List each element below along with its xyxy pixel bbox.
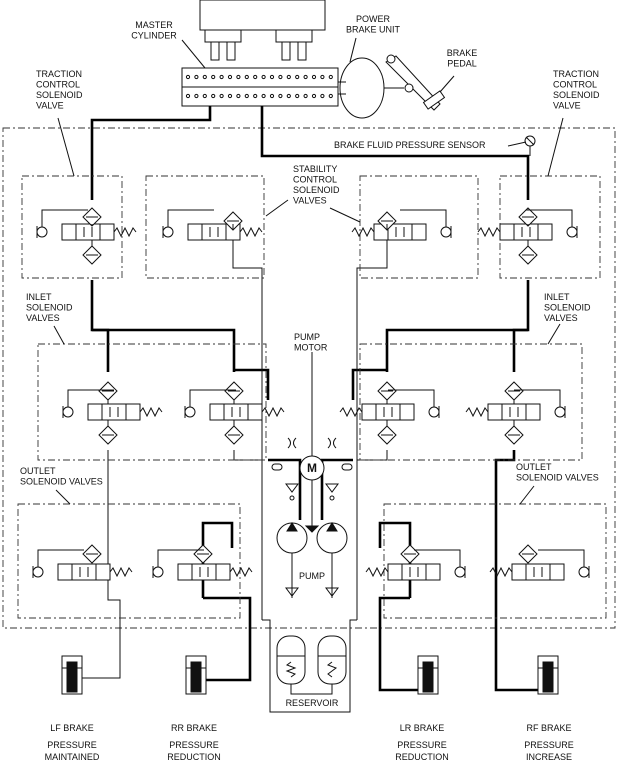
solenoid-valve (365, 544, 466, 581)
brake-caliper-lf (61, 655, 83, 695)
brake-pedal-label: BRAKE (447, 48, 478, 58)
solenoid-valves (32, 207, 590, 581)
solenoid-group-boxes (17, 175, 607, 619)
brake-state-label: REDUCTION (395, 752, 449, 762)
outlet-valves-left-label: SOLENOID VALVES (20, 477, 103, 487)
traction-control-left-label: SOLENOID (36, 90, 83, 100)
reservoir (276, 635, 347, 695)
text-labels: LF BRAKE PRESSURE MAINTAINED RR BRAKE PRESSU… (20, 14, 600, 762)
pump-left (276, 522, 308, 554)
inlet-valves-left-label: VALVES (26, 313, 60, 323)
solenoid-valve (477, 207, 578, 265)
outlet-valves-right-label: SOLENOID VALVES (516, 473, 599, 483)
brake-state-label: INCREASE (526, 752, 572, 762)
inlet-valves-right-label: VALVES (544, 313, 578, 323)
brake-calipers (61, 655, 559, 695)
brake-state-label: MAINTAINED (45, 752, 100, 762)
power-brake-unit (338, 57, 404, 119)
solenoid-valve (32, 544, 133, 581)
master-cylinder-label: CYLINDER (131, 31, 177, 41)
pump-right (316, 522, 348, 554)
brake-pedal-label: PEDAL (447, 59, 477, 69)
brake-state-label: PRESSURE (397, 740, 447, 750)
power-brake-unit-label: POWER (356, 14, 391, 24)
brake-caliper-rr (185, 655, 207, 695)
brake-caliper-lr (417, 655, 439, 695)
outlet-valves-right-label: OUTLET (516, 462, 552, 472)
solenoid-valve (351, 209, 452, 241)
traction-control-right-label: TRACTION (553, 69, 599, 79)
inlet-valves-left-label: SOLENOID (26, 303, 73, 313)
brake-name-label: RR BRAKE (171, 723, 217, 733)
hydraulic-unit-frame (2, 127, 616, 629)
pressure-sensor-label: BRAKE FLUID PRESSURE SENSOR (334, 140, 486, 150)
stability-control-label: SOLENOID (293, 185, 340, 195)
brake-caliper-rf (537, 655, 559, 695)
brake-name-label: RF BRAKE (526, 723, 571, 733)
pump-motor-label: MOTOR (294, 343, 328, 353)
motor-symbol: M (307, 461, 317, 475)
inlet-valves-left-label: INLET (26, 292, 52, 302)
traction-control-right-label: VALVE (553, 101, 581, 111)
stability-control-label: STABILITY (293, 164, 337, 174)
solenoid-valve (489, 544, 590, 581)
power-brake-unit-label: BRAKE UNIT (346, 25, 401, 35)
return-lines (80, 240, 388, 713)
inlet-valves-right-label: INLET (544, 292, 570, 302)
solenoid-valve (152, 544, 253, 581)
traction-control-left-label: VALVE (36, 101, 64, 111)
master-cylinder-label: MASTER (135, 20, 173, 30)
traction-control-left-label: TRACTION (36, 69, 82, 79)
pump-label: PUMP (299, 571, 325, 581)
brake-state-label: PRESSURE (47, 740, 97, 750)
pressure-sensor (507, 135, 536, 156)
brake-name-label: LF BRAKE (50, 723, 94, 733)
reservoir-label: RESERVOIR (286, 698, 339, 708)
brake-state-label: REDUCTION (167, 752, 221, 762)
inlet-valves-right-label: SOLENOID (544, 303, 591, 313)
solenoid-valve (36, 207, 137, 265)
pump-coupling (304, 525, 320, 533)
pump-motor-label: PUMP (294, 332, 320, 342)
traction-control-right-label: CONTROL (553, 80, 597, 90)
traction-control-right-label: SOLENOID (553, 90, 600, 100)
solenoid-valve (465, 381, 566, 445)
check-valves (285, 483, 339, 598)
solenoid-valve (184, 381, 285, 445)
outlet-valves-left-label: OUTLET (20, 466, 56, 476)
solenoid-valve (339, 381, 440, 445)
master-cylinder (181, 0, 339, 107)
brake-name-label: LR BRAKE (400, 723, 445, 733)
brake-state-label: PRESSURE (169, 740, 219, 750)
solenoid-valve (62, 381, 163, 445)
brake-pedal (385, 54, 446, 111)
pump-motor: M (271, 437, 353, 528)
stability-control-label: VALVES (293, 196, 327, 206)
leader-lines (53, 37, 564, 505)
solenoid-valve (162, 209, 263, 241)
brake-state-label: PRESSURE (524, 740, 574, 750)
stability-control-label: CONTROL (293, 175, 337, 185)
traction-control-left-label: CONTROL (36, 80, 80, 90)
